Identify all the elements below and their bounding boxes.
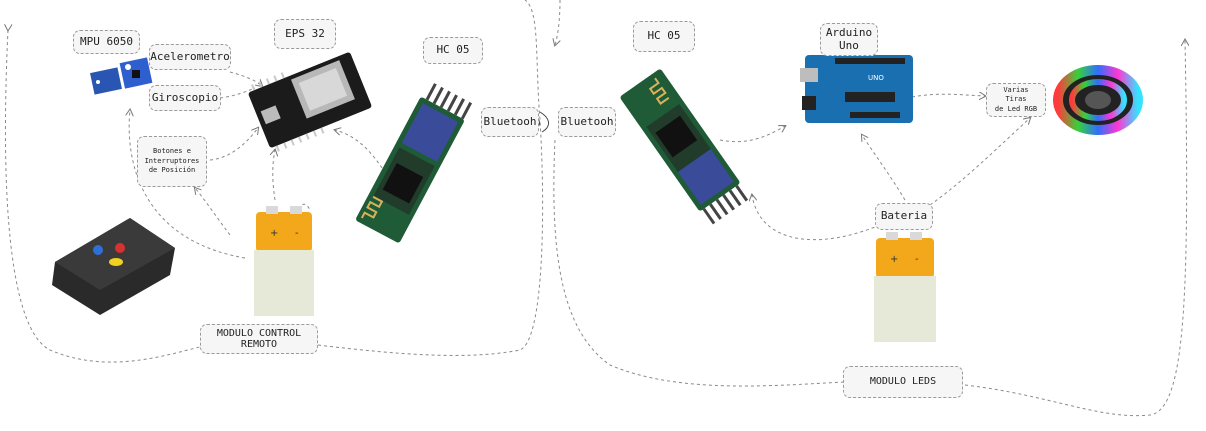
label-bluetooth-right: Bluetooh (558, 107, 616, 137)
label-mpu6050: MPU 6050 (73, 30, 140, 54)
label-tiras-led: Varias Tiras de Led RGB (986, 83, 1046, 117)
hc05-right-board-icon (619, 68, 751, 226)
label-modulo-leds: MODULO LEDS (843, 366, 963, 398)
label-modulo-control-remoto: MODULO CONTROL REMOTO (200, 324, 318, 354)
line-acel-esp (230, 72, 262, 86)
line-bateria-arduino (862, 135, 905, 200)
svg-text:-: - (295, 228, 299, 239)
remote-control-icon (52, 218, 175, 315)
svg-text:+: + (270, 228, 278, 239)
svg-text:-: - (915, 254, 919, 265)
led-strip-icon (1058, 70, 1138, 130)
label-bluetooth-left: Bluetooh (481, 107, 539, 137)
label-hc05-left: HC 05 (423, 37, 483, 64)
loop-right-top (555, 0, 560, 45)
label-giroscopio: Giroscopio (149, 85, 221, 111)
line-bat-botones (195, 188, 230, 235)
label-bateria: Bateria (875, 203, 933, 230)
label-eps32: EPS 32 (274, 19, 336, 49)
label-botones-interruptores: Botones e Interruptores de Posición (137, 136, 207, 187)
esp32-board-icon (246, 46, 375, 154)
line-bat-esp (273, 150, 275, 200)
line-bateria-strip (930, 118, 1030, 205)
line-bateria-hc05 (752, 195, 880, 240)
arduino-uno-board-icon: UNO (800, 55, 913, 123)
battery-left-icon: + - (254, 206, 314, 316)
mpu6050-board-icon (90, 57, 152, 94)
line-bt-signal (540, 112, 549, 132)
uno-text: UNO (868, 74, 884, 82)
label-acelerometro: Acelerometro (149, 44, 231, 70)
line-botones-esp (210, 128, 258, 160)
label-hc05-right: HC 05 (633, 21, 695, 52)
svg-text:+: + (890, 254, 898, 265)
line-hc05r-arduino (720, 126, 785, 142)
line-arduino-strip (912, 94, 985, 97)
hc05-left-board-icon (355, 81, 473, 244)
label-arduino-uno: Arduino Uno (820, 23, 878, 56)
line-hc05l-esp (335, 130, 382, 168)
battery-right-icon: + - (874, 232, 936, 342)
